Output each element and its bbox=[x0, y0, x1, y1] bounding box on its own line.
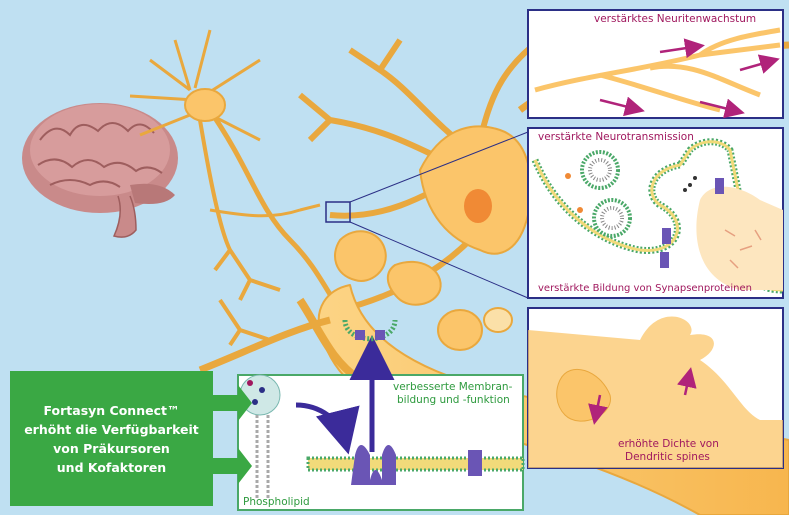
synaptic-proteins-label: verstärkte Bildung von Synapsenproteinen bbox=[538, 283, 752, 294]
fortasyn-line3: von Präkursoren bbox=[10, 439, 213, 458]
zoom-box bbox=[326, 202, 350, 222]
dendritic-label-line1: erhöhte Dichte von bbox=[618, 438, 719, 450]
dendritic-label-line2: Dendritic spines bbox=[625, 451, 710, 463]
membrane-label-line2: bildung und -funktion bbox=[397, 394, 510, 406]
fortasyn-callout: Fortasyn Connect™ erhöht die Verfügbarke… bbox=[10, 371, 213, 506]
neurotransmission-panel bbox=[528, 128, 783, 298]
fortasyn-line1: Fortasyn Connect™ bbox=[10, 401, 213, 420]
neurite-panel bbox=[528, 10, 783, 118]
phospholipid-label: Phospholipid bbox=[243, 496, 310, 508]
neurite-label: verstärktes Neuritenwachstum bbox=[594, 13, 756, 25]
neurotransmission-label: verstärkte Neurotransmission bbox=[538, 131, 694, 143]
brain-icon bbox=[22, 103, 178, 237]
fortasyn-line4: und Kofaktoren bbox=[10, 458, 213, 477]
membrane-label-line1: verbesserte Membran- bbox=[393, 381, 512, 393]
fortasyn-line2: erhöht die Verfügbarkeit bbox=[10, 420, 213, 439]
